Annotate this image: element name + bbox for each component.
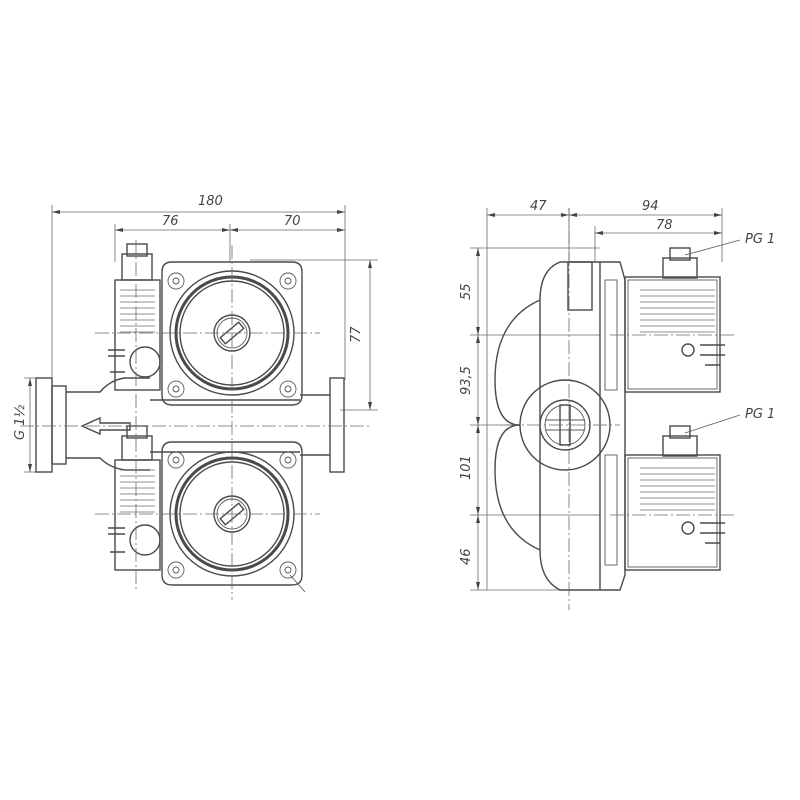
dimension-47-94: 47 94 (486, 199, 723, 590)
vertical-dimensions: 55 93,5 101 46 (459, 247, 600, 591)
callout-pg-bottom: PG 1 (684, 407, 775, 434)
dim-180-label: 180 (198, 194, 223, 209)
front-view: 180 76 70 77 (13, 194, 378, 600)
side-housing (494, 261, 626, 591)
pump-body (35, 377, 345, 473)
dim-93-label: 93,5 (459, 366, 474, 395)
dim-77-label: 77 (349, 326, 364, 343)
dimension-thread: G 1½ (13, 377, 52, 473)
dim-78-label: 78 (656, 218, 673, 233)
callout-pg-bottom-label: PG 1 (745, 407, 775, 422)
dim-101-label: 101 (459, 455, 474, 480)
dim-47-label: 47 (530, 199, 547, 214)
side-motor-top (624, 247, 725, 393)
dim-76-label: 76 (162, 214, 179, 229)
dim-46-label: 46 (459, 548, 474, 565)
callout-pg-top-label: PG 1 (745, 232, 775, 247)
dimension-76-70: 76 70 (114, 214, 345, 262)
dim-55-label: 55 (459, 283, 474, 300)
thread-label: G 1½ (13, 405, 28, 440)
callout-pg-top: PG 1 (684, 232, 775, 256)
pump-head-bottom (108, 425, 303, 586)
side-motor-bottom (624, 425, 725, 571)
pump-head-top (108, 243, 303, 406)
dimension-180: 180 (51, 194, 346, 380)
dimension-77: 77 (250, 259, 378, 411)
dim-70-label: 70 (284, 214, 301, 229)
dimension-78: 78 (594, 218, 722, 262)
dim-94-label: 94 (642, 199, 659, 214)
side-view: 47 94 78 55 93,5 (459, 199, 775, 610)
